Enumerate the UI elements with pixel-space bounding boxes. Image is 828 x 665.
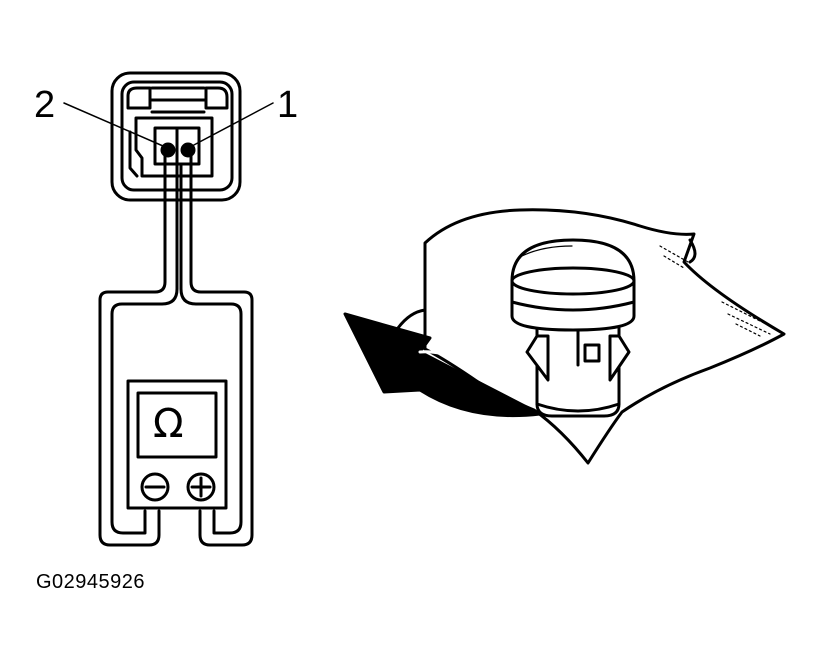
ohmmeter: [126, 379, 228, 510]
negative-terminal: [140, 472, 170, 502]
sensor-body: [525, 326, 631, 418]
terminal-1-callout: 1: [277, 84, 299, 126]
terminal-2-callout: 2: [34, 84, 56, 126]
sensor-cap: [510, 238, 636, 332]
callout-leader-1: [191, 102, 274, 147]
removal-arrow: [343, 312, 542, 418]
positive-terminal: [186, 472, 216, 502]
figure-code: G02945926: [36, 571, 146, 593]
ohm-symbol-icon: Ω: [153, 401, 184, 447]
meter-leads: [98, 150, 254, 547]
callout-leader-2: [63, 102, 164, 147]
